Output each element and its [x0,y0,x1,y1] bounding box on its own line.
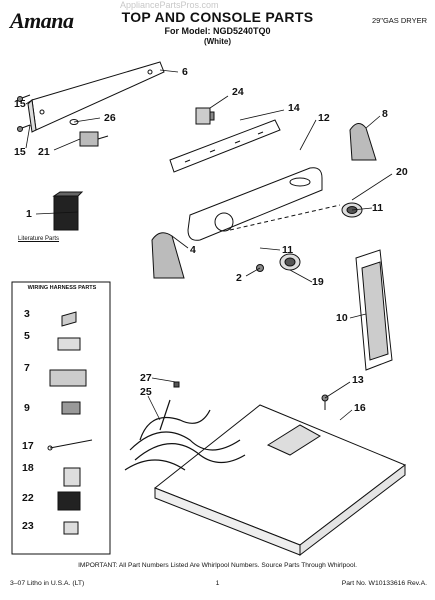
literature-label: Literature Parts [18,236,60,242]
harness-callout-7: 7 [24,362,30,374]
console-part-12 [187,167,323,241]
harness-part-3 [61,311,77,327]
brand-logo: Amana [10,8,74,33]
callout-15-top: 15 [14,98,26,110]
top-panel-part-16 [154,404,406,557]
switch-part-21 [79,131,109,147]
dryer-type: 29"GAS DRYER [371,16,427,25]
harness-part-9 [61,401,81,415]
lint-screen-part-10 [355,249,393,371]
callout-12: 12 [318,112,330,124]
screw-part-13 [321,394,329,410]
harness-part-17 [47,439,93,451]
screw-part-15 [17,94,31,132]
harness-callout-22: 22 [22,492,34,504]
harness-part-23 [63,521,79,535]
callout-16: 16 [354,402,366,414]
end-cap-part-8 [349,123,377,161]
clip-part-26 [69,119,79,125]
harness-part-22 [57,491,81,511]
knob-part-19 [279,253,301,271]
callout-13: 13 [352,374,364,386]
harness-callout-3: 3 [24,308,30,320]
callout-24: 24 [232,86,244,98]
harness-callout-18: 18 [22,462,34,474]
harness-part-5 [57,337,81,351]
callout-8: 8 [382,108,388,120]
watermark: AppliancePartsPros.com [120,0,219,10]
callout-14: 14 [288,102,300,114]
footer-litho: 3–07 Litho in U.S.A. (LT) [10,580,85,587]
callout-19: 19 [312,276,324,288]
callout-15-bottom: 15 [14,146,26,158]
page-title: TOP AND CONSOLE PARTS [121,9,314,25]
control-panel-part-14 [169,119,281,173]
callout-20: 20 [396,166,408,178]
leader-lines [25,69,393,421]
callout-27: 27 [140,372,152,384]
color-line: (White) [203,37,232,46]
part-number: Part No. W10133616 Rev.A. [341,580,427,587]
harness-callout-23: 23 [22,520,34,532]
clip-part-27 [173,381,180,388]
callout-2: 2 [236,272,242,284]
wiring-harness-title: WIRING HARNESS PARTS [27,285,97,291]
harness-part-7 [49,369,87,387]
callout-11-right: 11 [372,202,384,214]
callout-4: 4 [190,244,196,256]
page-number: 1 [215,580,220,587]
footer-note: IMPORTANT: All Part Numbers Listed Are W… [78,562,357,569]
wiring-harness-box [11,281,111,555]
timer-part-24 [195,107,215,125]
callout-26: 26 [104,112,116,124]
harness-callout-17: 17 [22,440,34,452]
callout-10: 10 [336,312,348,324]
callout-21: 21 [38,146,50,158]
console-bracket-part-6 [27,61,165,133]
callout-6: 6 [182,66,188,78]
wiring-harness-part-25 [124,399,246,471]
harness-callout-9: 9 [24,402,30,414]
callout-11-center: 11 [282,244,294,256]
literature-part-1 [52,191,84,231]
callout-25: 25 [140,386,152,398]
callout-1: 1 [26,208,32,220]
end-cap-part-4 [151,232,185,279]
model-line: For Model: NGD5240TQ0 [164,26,271,36]
harness-callout-5: 5 [24,330,30,342]
harness-part-18 [63,467,81,487]
